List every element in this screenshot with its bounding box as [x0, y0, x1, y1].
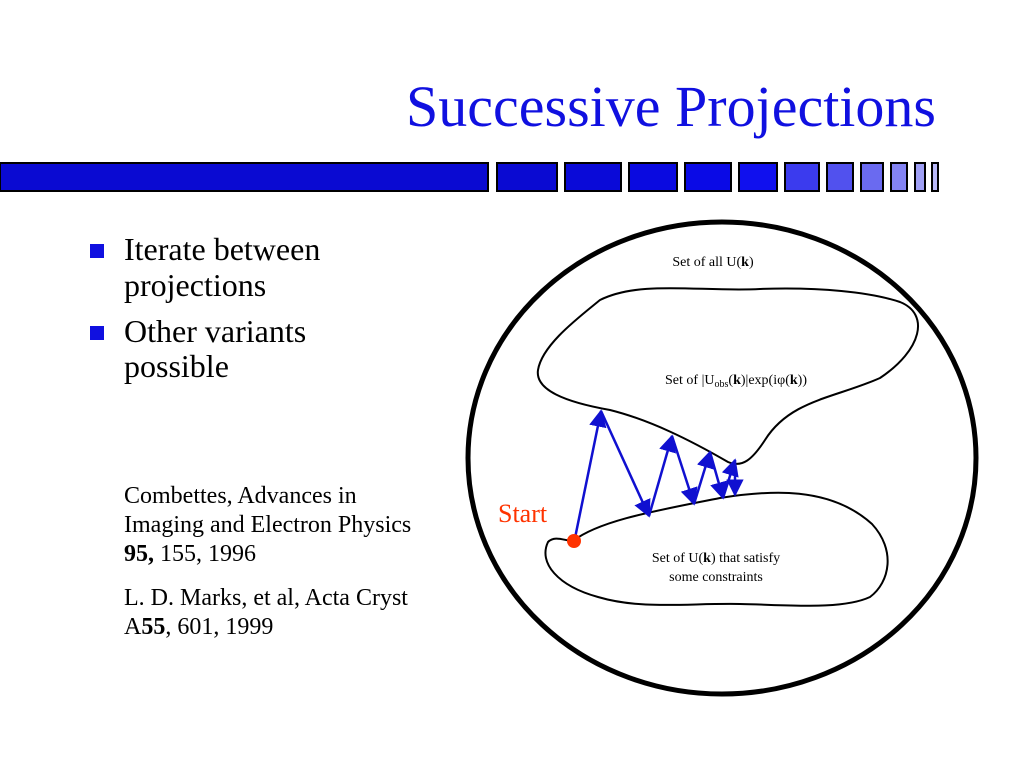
start-label: Start: [498, 499, 548, 528]
upper-set-label: Set of |Uobs(k)|exp(iφ(k)): [665, 373, 807, 390]
bullet-text: Other variants possible: [124, 312, 307, 385]
bullet-list: Iterate between projections Other varian…: [88, 231, 408, 395]
square-bullet-icon: [90, 244, 104, 258]
bullet-item: Iterate between projections: [88, 231, 408, 304]
reference-text: , 601, 1999: [165, 613, 274, 640]
upper-set-blob: [536, 287, 919, 465]
slide-title: Successive Projections: [406, 74, 936, 139]
lower-set-blob: [544, 491, 889, 607]
lower-set-label-line1: Set of U(k) that satisfy: [652, 551, 780, 566]
reference-text: 155, 1996: [154, 540, 256, 567]
bullet-item: Other variants possible: [88, 312, 408, 386]
reference-volume: 95,: [124, 540, 154, 567]
start-point-marker: [567, 534, 581, 548]
reference-volume: 55: [141, 613, 166, 640]
lower-set-label-line2: some constraints: [669, 570, 763, 585]
reference-text: Combettes, Advances in Imaging and Elect…: [124, 483, 412, 538]
outer-set-label: Set of all U(k): [672, 255, 754, 270]
reference-combettes: Combettes, Advances in Imaging and Elect…: [124, 482, 424, 568]
bullet-text: Iterate between projections: [124, 231, 321, 303]
projection-arrows: [573, 409, 744, 539]
square-bullet-icon: [90, 325, 104, 340]
outer-set-circle: [465, 219, 979, 697]
reference-text: L. D. Marks, et al, Acta Cryst A: [124, 585, 408, 640]
reference-marks: L. D. Marks, et al, Acta Cryst A55, 601,…: [124, 584, 424, 642]
